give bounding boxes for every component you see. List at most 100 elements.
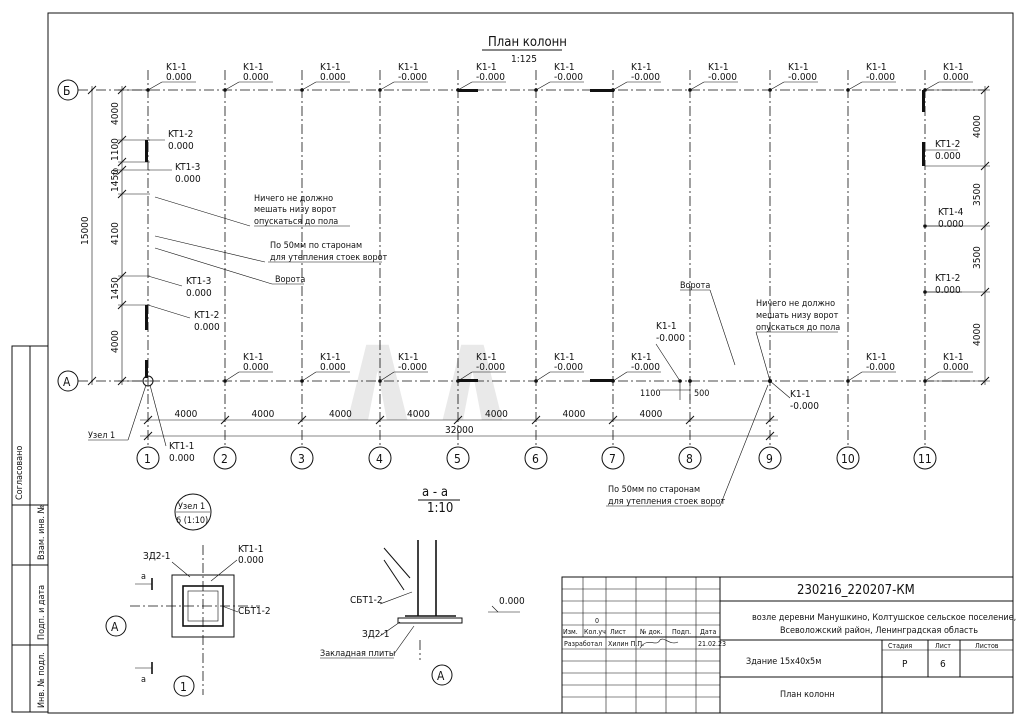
dim-left-seg-2: 1100 <box>110 138 121 161</box>
top-level-5: -0.000 <box>476 72 505 83</box>
top-level-10: -0.000 <box>866 72 895 83</box>
section-plate-note: Закладная плиты <box>320 649 395 659</box>
left-level-3: 0.000 <box>186 288 212 299</box>
tb-h-date: Дата <box>700 628 716 636</box>
tb-sheet-name: План колонн <box>780 690 835 700</box>
top-mark-7: K1-1 <box>631 62 652 73</box>
top-mark-2: K1-1 <box>243 62 264 73</box>
bottom-mark-6: K1-1 <box>631 352 652 363</box>
bottom-level-1: 0.000 <box>243 362 269 373</box>
section-aa-detail: а - а 1:10 0.000 СБТ1-2 ЗД2-1 Закладная … <box>320 485 525 686</box>
node1-axis-row: А <box>111 620 119 634</box>
top-level-8: -0.000 <box>708 72 737 83</box>
axis-bubble-10 <box>836 446 860 470</box>
axis-bubble-11 <box>913 446 937 470</box>
section-sbt: СБТ1-2 <box>350 595 383 606</box>
dim-left-seg-5: 4100 <box>110 222 121 245</box>
left-mark-4: KT1-2 <box>194 310 219 321</box>
section-level: 0.000 <box>499 596 525 607</box>
axis-bubble-2 <box>213 446 237 470</box>
dim-left-seg-1: 4000 <box>110 102 121 125</box>
bottom-level-8: 0.000 <box>943 362 969 373</box>
left-level-4: 0.000 <box>194 322 220 333</box>
bottom-level-4: -0.000 <box>476 362 505 373</box>
top-level-2: 0.000 <box>243 72 269 83</box>
top-column-marks: K1-10.000K1-10.000K1-10.000K1-1-0.000K1-… <box>147 62 973 91</box>
section-axis: А <box>437 669 445 683</box>
tb-signature <box>639 638 679 649</box>
right-mark-2: KT1-4 <box>938 207 964 218</box>
left-column-marks: KT1-2 0.000 KT1-3 0.000 KT1-3 0.000 KT1-… <box>147 129 220 464</box>
bottom-mark-1: K1-1 <box>243 352 264 363</box>
tb-h-sign: Подп. <box>672 628 691 636</box>
left-mark-1: KT1-2 <box>168 129 193 140</box>
tb-location-2: Всеволожский район, Ленинградская област… <box>780 625 978 636</box>
dim-bay-7: 4000 <box>640 409 663 420</box>
section-scale: 1:10 <box>427 501 453 516</box>
gate-mark-1: K1-1 <box>656 321 677 332</box>
top-mark-3: K1-1 <box>320 62 341 73</box>
tb-h-kol: Кол.уч <box>584 628 606 636</box>
top-level-4: -0.000 <box>398 72 427 83</box>
axis-row-a-label: А <box>63 375 71 389</box>
note-gate-left: Ворота <box>275 275 305 285</box>
bottom-mark-5: K1-1 <box>554 352 575 363</box>
axis-number-11: 11 <box>918 452 932 466</box>
dim-bay-5: 4000 <box>485 409 508 420</box>
side-stamp: Согласовано Взам. инв. № Подп. и дата Ин… <box>11 345 49 713</box>
top-level-6: -0.000 <box>554 72 583 83</box>
bottom-level-2: 0.000 <box>320 362 346 373</box>
dim-left-seg-6: 1450 <box>110 277 121 300</box>
node1-detail: Узел 1 6 (1:10) А 1 KT1-1 0.000 ЗД2-1 СБ… <box>105 493 271 697</box>
bottom-level-3: -0.000 <box>398 362 427 373</box>
axis-number-6: 6 <box>532 452 539 466</box>
dim-right-seg-1: 4000 <box>972 115 983 138</box>
dim-bay-4: 4000 <box>407 409 430 420</box>
dim-right-seg-4: 4000 <box>972 323 983 346</box>
right-level-3: 0.000 <box>935 285 961 296</box>
tb-name: Хилин П.П. <box>608 640 644 648</box>
node1-zd: ЗД2-1 <box>143 551 171 562</box>
node1-axis-col: 1 <box>180 680 187 694</box>
dim-bay-1: 4000 <box>175 409 198 420</box>
axis-bubble-1 <box>136 446 160 470</box>
watermark-logo: ∧∧ <box>330 299 520 451</box>
right-mark-3: KT1-2 <box>935 273 960 284</box>
note-no-lower-r3: опускаться до пола <box>756 323 840 333</box>
left-level-5: 0.000 <box>169 453 195 464</box>
left-mark-3: KT1-3 <box>186 276 211 287</box>
axis-bubble-3 <box>290 446 314 470</box>
tb-date: 21.02.23 <box>698 640 726 648</box>
bottom-mark-7: K1-1 <box>866 352 887 363</box>
side-stamp-agreed: Согласовано <box>15 446 25 500</box>
gate-dim-1: 1100 <box>640 389 661 399</box>
tb-sheets-label: Листов <box>975 642 999 650</box>
axis-row-b-label: Б <box>63 84 70 98</box>
node1-k-level: 0.000 <box>238 555 264 566</box>
axis-row-b: Б <box>57 79 79 101</box>
tb-sheet: 6 <box>940 659 946 670</box>
note-no-lower-r2: мешать низу ворот <box>756 311 839 321</box>
note-no-lower-3: опускаться до пола <box>254 217 338 227</box>
top-level-7: -0.000 <box>631 72 660 83</box>
axis-number-10: 10 <box>841 452 855 466</box>
left-level-1: 0.000 <box>168 141 194 152</box>
note-no-lower-r1: Ничего не должно <box>756 299 835 309</box>
bottom-mark-4: K1-1 <box>476 352 497 363</box>
axis-bubble-9 <box>758 446 782 470</box>
top-level-1: 0.000 <box>166 72 192 83</box>
gate-level-2: -0.000 <box>790 401 819 412</box>
axis-bubble-7 <box>601 446 625 470</box>
note-insulation-2: для утепления стоек ворот <box>270 253 388 263</box>
tb-sheet-label: Лист <box>935 642 951 650</box>
section-title: а - а <box>422 485 448 500</box>
tb-building: Здание 15х40х5м <box>746 657 821 667</box>
section-zd: ЗД2-1 <box>362 629 390 640</box>
bottom-column-marks: K1-10.000K1-10.000K1-1-0.000K1-1-0.000K1… <box>224 352 973 382</box>
bottom-level-5: -0.000 <box>554 362 583 373</box>
axis-number-3: 3 <box>298 452 305 466</box>
axis-bubble-8 <box>678 446 702 470</box>
top-mark-1: K1-1 <box>166 62 187 73</box>
